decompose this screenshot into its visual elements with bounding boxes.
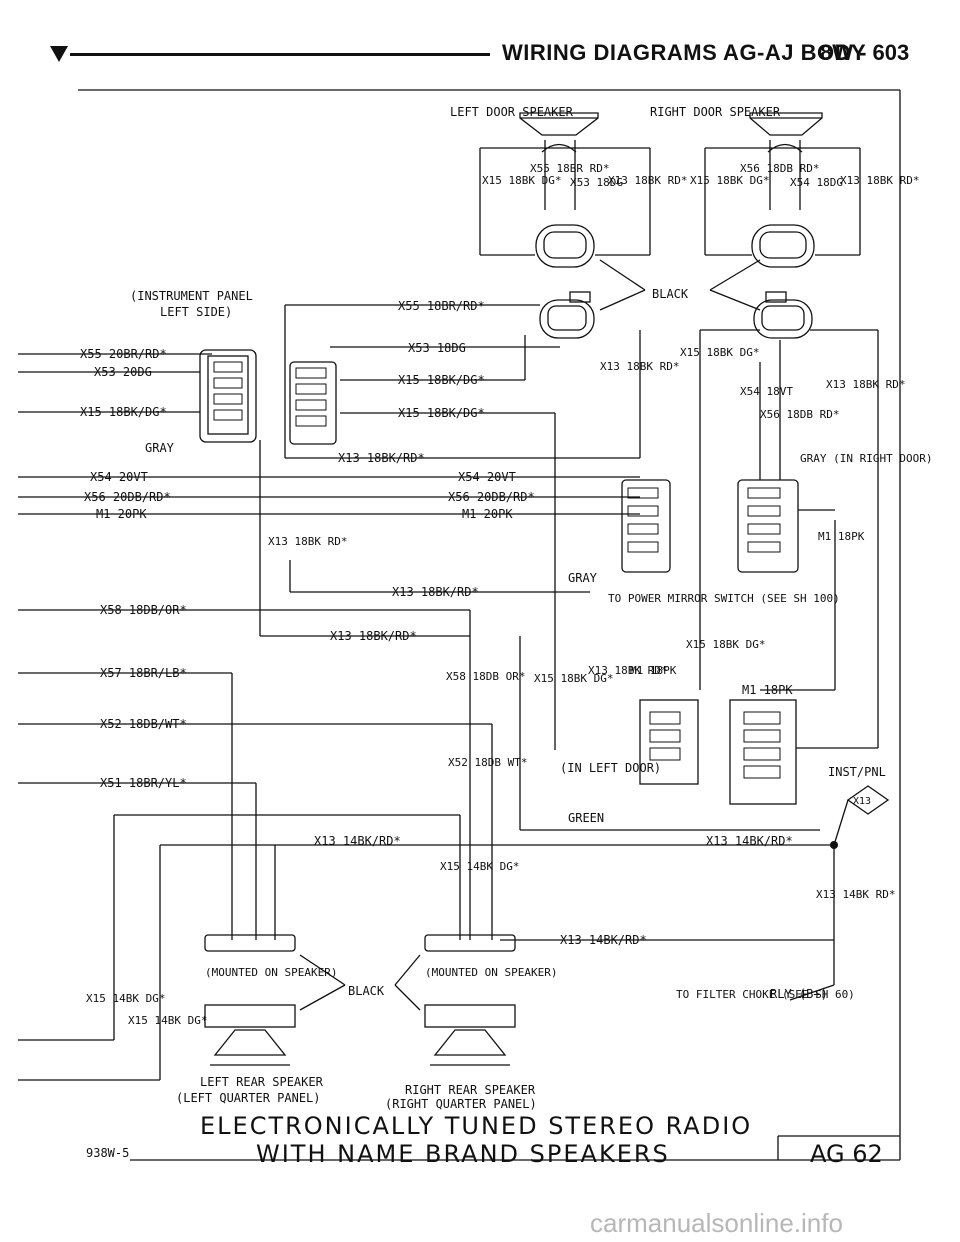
vlabel-7: M1 18PK xyxy=(818,530,865,543)
vlabel-15: X13 14BK RD* xyxy=(816,888,895,901)
mid-wire-x55: X55 18BR/RD* xyxy=(398,299,485,313)
splice-dot-icon xyxy=(830,841,838,849)
vlabel-14: X15 14BK DG* xyxy=(440,860,519,873)
wire-label-x57: X57 18BR/LB* xyxy=(100,666,187,680)
gray-label-mid: GRAY xyxy=(568,571,598,585)
vlabel-10: X13 18BK RD* xyxy=(588,664,667,677)
right-spk-pin-x56: X56 18DB RD* xyxy=(740,162,819,175)
mid-wire-x15b: X15 18BK/DG* xyxy=(398,406,485,420)
mounted-left-note: (MOUNTED ON SPEAKER) xyxy=(205,966,337,979)
vlabel-16: X15 14BK DG* xyxy=(86,992,165,1005)
x13-splice-label: X13 xyxy=(853,796,871,807)
left-spk-pin-x15: X15 18BK DG* xyxy=(482,174,561,187)
page-number: 8W - 603 xyxy=(820,40,910,65)
wire-label-x51: X51 18BR/YL* xyxy=(100,776,187,790)
mid-wire-x13-14a: X13 14BK/RD* xyxy=(314,834,401,848)
left-spk-pin-x53: X53 18DG xyxy=(570,176,623,189)
vlabel-4: X56 18DB RD* xyxy=(760,408,839,421)
vlabel-6: X13 18BK RD* xyxy=(268,535,347,548)
figure-code: 938W-5 xyxy=(86,1146,130,1160)
watermark: carmanualsonline.info xyxy=(590,1208,843,1238)
wire-label-x15: X15 18BK/DG* xyxy=(80,405,167,419)
figure-reference: AG 62 xyxy=(810,1140,883,1168)
vlabel-1: X13 18BK RD* xyxy=(600,360,679,373)
vlabel-8: X58 18DB OR* xyxy=(446,670,525,683)
wire-label-m1: M1 20PK xyxy=(96,507,147,521)
right-rear-speaker-label: RIGHT REAR SPEAKER xyxy=(405,1083,536,1097)
wire-label-x56: X56 20DB/RD* xyxy=(84,490,171,504)
vlabel-5: X13 18BK RD* xyxy=(826,378,905,391)
mid-wire-x13-14c: X13 14BK/RD* xyxy=(560,933,647,947)
header-rule xyxy=(70,53,490,56)
mid-wire-x53: X53 18DG xyxy=(408,341,466,355)
left-side-note: LEFT SIDE) xyxy=(160,305,232,319)
right-rear-speaker-note: (RIGHT QUARTER PANEL) xyxy=(385,1097,537,1111)
wire-label-x55: X55 20BR/RD* xyxy=(80,347,167,361)
left-door-note: (IN LEFT DOOR) xyxy=(560,761,661,775)
mid-wire-x13: X13 18BK/RD* xyxy=(338,451,425,465)
vlabel-9: X15 18BK DG* xyxy=(534,672,613,685)
page-header: WIRING DIAGRAMS AG-AJ BODY 8W - 603 xyxy=(0,0,960,90)
gray-right-door-label: GRAY (IN RIGHT DOOR) xyxy=(800,452,932,465)
black-label: BLACK xyxy=(652,287,689,301)
black-label-lower: BLACK xyxy=(348,984,385,998)
triangle-marker-icon xyxy=(50,46,68,62)
green-label: GREEN xyxy=(568,811,604,825)
mid-wire-m1: M1 20PK xyxy=(462,507,513,521)
mid-wire-x13-b: X13 18BK/RD* xyxy=(392,585,479,599)
vlabel-17: X15 14BK DG* xyxy=(128,1014,207,1027)
right-spk-pin-x13: X13 18BK RD* xyxy=(840,174,919,187)
vlabel-2: X15 18BK DG* xyxy=(680,346,759,359)
vlabel-11: M1 18PK xyxy=(630,664,677,677)
mounted-right-note: (MOUNTED ON SPEAKER) xyxy=(425,966,557,979)
vlabel-12: X15 18BK DG* xyxy=(686,638,765,651)
left-rear-speaker-label: LEFT REAR SPEAKER xyxy=(200,1075,324,1089)
gray-label: GRAY xyxy=(145,441,175,455)
wire-label-x58: X58 18DB/OR* xyxy=(100,603,187,617)
wire-label-x54: X54 20VT xyxy=(90,470,148,484)
left-spk-pin-x13: X13 18BK RD* xyxy=(608,174,687,187)
left-door-speaker-label: LEFT DOOR SPEAKER xyxy=(450,105,574,119)
left-spk-pin-x55: X55 18BR RD* xyxy=(530,162,609,175)
right-door-speaker-label: RIGHT DOOR SPEAKER xyxy=(650,105,781,119)
mid-wire-x15a: X15 18BK/DG* xyxy=(398,373,485,387)
wire-label-x53: X53 20DG xyxy=(94,365,152,379)
vlabel-3: X54 18VT xyxy=(740,385,793,398)
page-title: WIRING DIAGRAMS AG-AJ BODY xyxy=(502,40,867,65)
mid-wire-x54: X54 20VT xyxy=(458,470,516,484)
instrument-panel-note: (INSTRUMENT PANEL xyxy=(130,289,253,303)
diagram-subtitle: WITH NAME BRAND SPEAKERS xyxy=(256,1140,670,1168)
filter-choke-note: TO FILTER CHOKE (SEE SH 60) xyxy=(676,988,855,1001)
mid-wire-x56: X56 20DB/RD* xyxy=(448,490,535,504)
vlabel-13: X52 18DB WT* xyxy=(448,756,527,769)
diagram-title: ELECTRONICALLY TUNED STEREO RADIO xyxy=(200,1112,753,1140)
mid-wire-x13-14b: X13 14BK/RD* xyxy=(706,834,793,848)
rly-label: RLY (B+) xyxy=(770,987,828,1001)
left-rear-speaker-note: (LEFT QUARTER PANEL) xyxy=(176,1091,321,1105)
wire-label-x52: X52 18DB/WT* xyxy=(100,717,187,731)
right-spk-pin-x54: X54 18DG xyxy=(790,176,843,189)
power-mirror-note: TO POWER MIRROR SWITCH (SEE SH 100) xyxy=(608,592,840,605)
right-spk-pin-x15: X15 18BK DG* xyxy=(690,174,769,187)
mid-wire-m1-18pk: M1 18PK xyxy=(742,683,793,697)
mid-wire-x13-c: X13 18BK/RD* xyxy=(330,629,417,643)
inst-pnl-label: INST/PNL xyxy=(828,765,886,779)
